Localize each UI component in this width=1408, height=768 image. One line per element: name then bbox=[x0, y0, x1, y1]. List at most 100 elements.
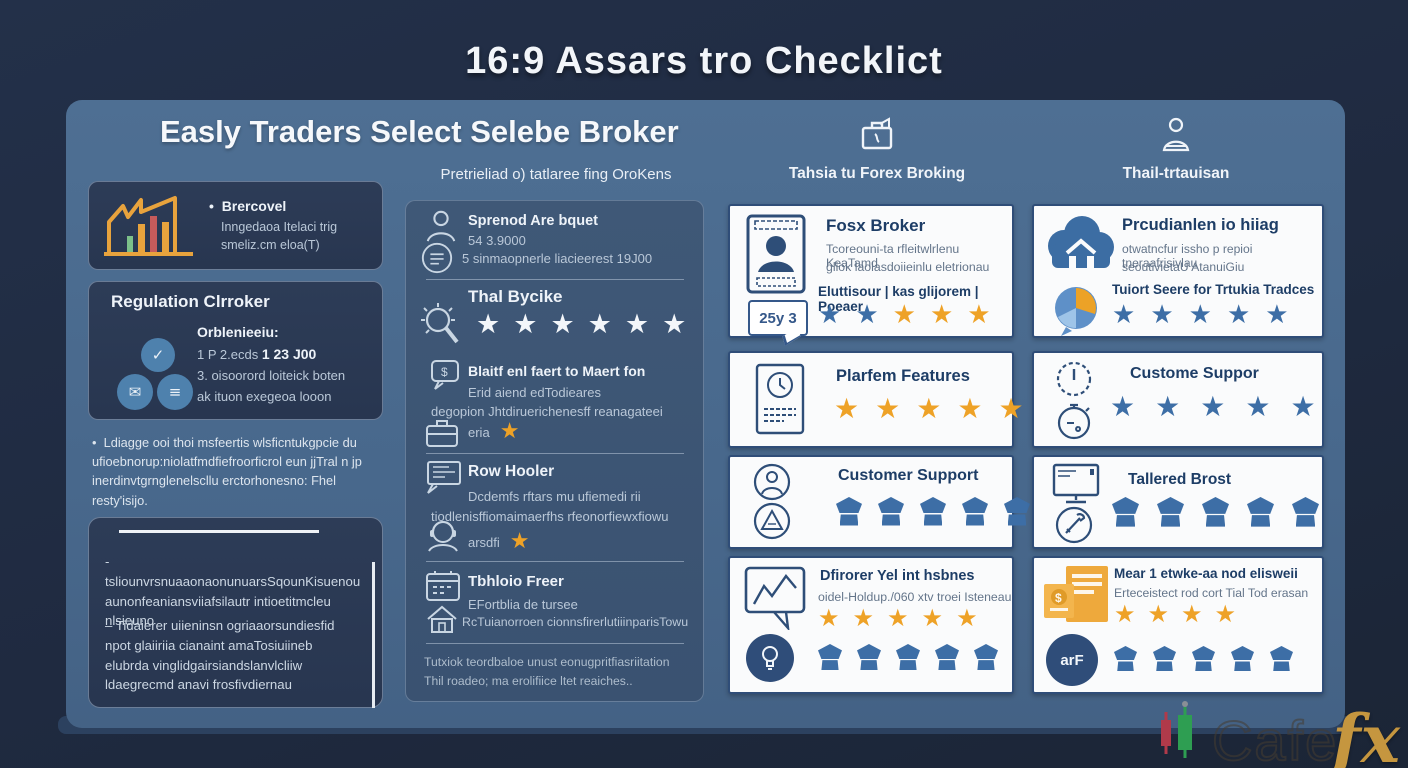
trial-tool-subtitle: Erteceistect rod cort Tial Tod erasan bbox=[1114, 586, 1309, 600]
broker-overview-line2: smeliz.cm eloa(T) bbox=[221, 238, 320, 252]
divider bbox=[426, 453, 684, 454]
star-rating-icon: ★ bbox=[1155, 390, 1181, 423]
star-rating-icon: ★ bbox=[1181, 600, 1203, 628]
regulation-title: Regulation Clrroker bbox=[111, 292, 270, 311]
star-rating-icon: ★ bbox=[513, 309, 538, 340]
row-hooler-title: Row Hooler bbox=[468, 463, 555, 480]
agent-circle-icon bbox=[753, 463, 791, 501]
trophy-rating-icon bbox=[818, 644, 842, 671]
id-card-icon bbox=[746, 214, 806, 294]
star-rating-icon: ★ bbox=[818, 300, 842, 330]
svg-text:$: $ bbox=[1055, 591, 1062, 605]
column-b-header: Thail-trtauisan bbox=[1066, 116, 1286, 183]
market-fon-line2: degopion Jhtdiruerichenesff reanagateei bbox=[431, 404, 663, 419]
candlestick-icon bbox=[1160, 701, 1192, 758]
bullet-dot: • bbox=[209, 198, 222, 214]
left-bullet-paragraph: • Ldiagge ooi thoi msfeertis wlsficntukg… bbox=[92, 435, 362, 508]
trophy-rating-icon bbox=[1114, 646, 1137, 672]
spread-line1: 54 3.9000 bbox=[468, 233, 526, 248]
star-rating-icon: ★ bbox=[1147, 600, 1170, 628]
star-rating-icon: ★ bbox=[818, 604, 840, 632]
calendar-icon bbox=[426, 571, 460, 601]
pie-bubble-icon bbox=[1055, 287, 1097, 336]
watermark: Cafe fx bbox=[1148, 698, 1400, 768]
market-fon-line1: Erid aiend edTodieares bbox=[468, 385, 601, 400]
star-rating-icon: ★ bbox=[499, 419, 520, 444]
trophy-rating-icon bbox=[857, 644, 881, 671]
document-bulb-icon bbox=[755, 363, 805, 435]
star-rating-icon: ★ bbox=[662, 309, 687, 340]
column-a-label: Tahsia tu Forex Broking bbox=[788, 165, 966, 182]
chart-bubble-icon bbox=[744, 566, 806, 630]
trophy-rating-icon bbox=[1247, 497, 1274, 527]
trophy-rating-icon bbox=[1157, 497, 1184, 527]
cloud-home-icon bbox=[1048, 216, 1114, 268]
divider bbox=[426, 561, 684, 562]
divider bbox=[426, 279, 684, 280]
triangle-circle-icon bbox=[753, 502, 791, 540]
star-rating-icon: ★ bbox=[892, 300, 916, 330]
broker-overview-title: • Brercovel bbox=[209, 198, 287, 214]
column-b-label: Thail-trtauisan bbox=[1122, 165, 1230, 182]
trophy-rating-icon bbox=[836, 497, 862, 526]
single-star: ★ bbox=[500, 421, 520, 443]
regulation-line2: 3. oisoorord loiteick boten bbox=[197, 368, 346, 383]
star-rating-icon: ★ bbox=[916, 392, 942, 425]
regulation-subtitle: Orblenieeiu: bbox=[197, 324, 279, 340]
quote-paragraph-2: – Tidaierer uiieninsn ogriaaorsundiesfid… bbox=[105, 618, 335, 693]
tbhloio-title: Tbhloio Freer bbox=[468, 573, 564, 590]
star-rating-icon: ★ bbox=[624, 309, 650, 340]
watermark-fx-text: fx bbox=[1332, 700, 1400, 768]
quote-paragraph-1: -tsliounvrsnuaaonaonunuarsSqounKisuenou … bbox=[105, 554, 361, 629]
single-star: ★ bbox=[510, 531, 530, 553]
briefcase-icon bbox=[426, 420, 458, 447]
star-rating-icon: ★ bbox=[1226, 300, 1251, 330]
quote-side-rule bbox=[372, 562, 375, 708]
trophy-rating-icon bbox=[878, 497, 904, 526]
arf-badge: arF bbox=[1046, 634, 1098, 686]
star-rating-icon: ★ bbox=[852, 604, 875, 632]
star-rating-icon: ★ bbox=[1150, 300, 1174, 330]
trophy-rating-icon bbox=[974, 644, 998, 671]
star-rating-icon: ★ bbox=[1114, 600, 1136, 628]
bulb-circle-icon bbox=[746, 634, 794, 682]
habits-subtitle: oidel-Holdup./060 xtv troei Isteneau bbox=[818, 590, 1012, 604]
customer-support-title-a: Customer Support bbox=[838, 467, 979, 484]
wrench-circle-icon bbox=[1055, 506, 1093, 544]
customer-support-card-a: Customer Support bbox=[728, 455, 1014, 549]
monitor-bubble-icon bbox=[427, 461, 461, 494]
market-fon-title: Blaitf enl faert to Maert fon bbox=[468, 363, 646, 379]
spread-line2: 5 sinmaopnerle liacieerest 19J00 bbox=[462, 251, 653, 266]
middle-footer-note: Tutxiok teordbaloe unust eonugpritfiasri… bbox=[424, 655, 670, 688]
protection-title: Prcudianlen io hiiag bbox=[1122, 216, 1279, 234]
stopwatch-icon bbox=[1057, 403, 1091, 440]
protection-line1: otwatncfur issho p repioi tneraafrisivla… bbox=[1122, 242, 1253, 270]
trophy-rating-icon bbox=[1231, 646, 1254, 672]
trophy-rating-icon bbox=[1192, 646, 1215, 672]
forex-broker-title: Fosx Broker bbox=[826, 216, 926, 235]
row-hooler-line2: tiodlenisffiomaimaerfhs rfeonorfiewxfiow… bbox=[431, 509, 669, 524]
star-rating-icon: ★ bbox=[929, 300, 954, 330]
star-rating-icon: ★ bbox=[998, 392, 1024, 425]
thal-bycike-title: Thal Bycike bbox=[468, 287, 563, 306]
custome-suppor-card: Custome Suppor ★★★★★ bbox=[1032, 351, 1324, 448]
forex-broker-line2: gliok laolasdoiieinlu eletrionau bbox=[826, 260, 990, 274]
star-rating-icon: ★ bbox=[921, 604, 944, 632]
star-rating-icon: ★ bbox=[1200, 390, 1226, 423]
habits-title: Dfirorer Yel int hsbnes bbox=[820, 568, 975, 584]
trial-tool-trophies bbox=[1114, 646, 1293, 672]
tbhloio-line1: EFortblia de tursee bbox=[468, 597, 578, 612]
broker-overview-line1: Inngedaoa Itelaci trig bbox=[221, 220, 338, 234]
star-rating-icon: ★ bbox=[1188, 300, 1212, 330]
headset-person-icon bbox=[428, 521, 458, 552]
briefcase-chart-icon bbox=[861, 117, 893, 150]
protection-stars: ★★★★★ bbox=[1112, 302, 1289, 328]
star-rating-icon: ★ bbox=[855, 300, 879, 330]
customer-support-trophies-a bbox=[836, 497, 1030, 526]
panel-header: Easly Traders Select Selebe Broker bbox=[160, 114, 679, 149]
trophy-rating-icon bbox=[1112, 497, 1139, 527]
regulation-card: Regulation Clrroker ✓ ✉ ≡ Orblenieeiu: 1… bbox=[88, 281, 383, 420]
platform-features-title: Plarfem Features bbox=[836, 367, 970, 385]
list-badge-icon: ≡ bbox=[157, 374, 193, 410]
panel-subheader: Pretrieliad o) tatlaree fing OroKens bbox=[440, 166, 672, 183]
